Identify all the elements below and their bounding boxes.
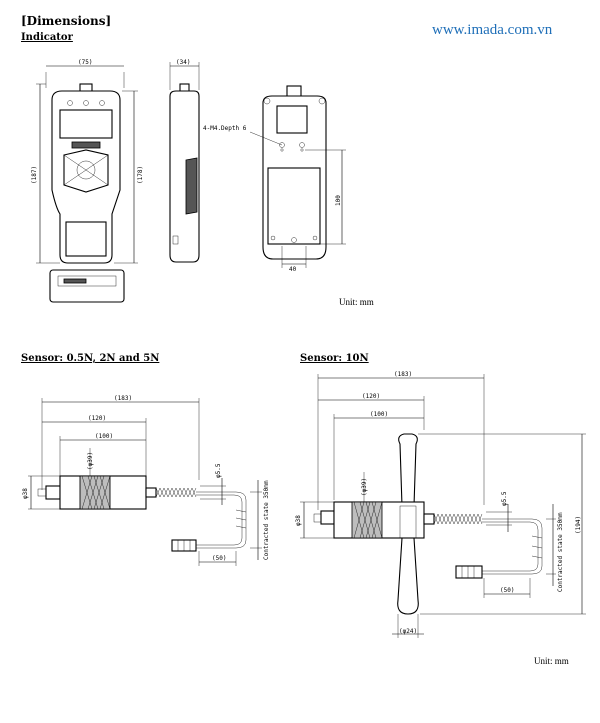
sensor-10n-view: (183) (120) (100) (φ39) — [295, 371, 586, 638]
dim-10n-120: (120) — [362, 393, 380, 400]
sensor-small-heading: Sensor: 0.5N, 2N and 5N — [21, 353, 160, 364]
dim-small-183: (183) — [114, 395, 132, 402]
dim-side-depth: (34) — [176, 59, 190, 66]
sensor-10n-heading: Sensor: 10N — [300, 353, 369, 364]
indicator-front-view: (75) (187) (178) — [31, 59, 144, 264]
dim-10n-100: (100) — [370, 411, 388, 418]
dim-small-d39: (φ39) — [87, 452, 94, 470]
indicator-heading: Indicator — [21, 32, 73, 43]
dim-small-d38: φ38 — [22, 488, 29, 499]
indicator-side-view: (34) — [169, 59, 200, 263]
dim-10n-d38: φ38 — [295, 515, 302, 526]
indicator-back-view: 4-M4.Depth 6 100 40 — [203, 85, 346, 273]
dim-10n-d39: (φ39) — [361, 478, 368, 496]
dim-vertical-pitch: 100 — [335, 195, 342, 206]
dim-10n-50: (50) — [500, 587, 514, 594]
indicator-unit-label: Unit: mm — [339, 297, 374, 307]
sensor-small-view: (183) (120) (100) (φ39) φ — [22, 395, 270, 566]
dim-10n-cable: Contracted state 350mm — [557, 512, 564, 592]
dim-screw-spec: 4-M4.Depth 6 — [203, 125, 247, 132]
sensor-unit-label: Unit: mm — [534, 656, 569, 666]
dim-small-120: (120) — [88, 415, 106, 422]
dim-small-d55: φ5.5 — [215, 463, 222, 478]
dim-body-height: (178) — [137, 166, 144, 184]
page-title: [Dimensions] — [21, 14, 112, 28]
dim-10n-d55: φ5.5 — [501, 491, 508, 506]
dim-front-width: (75) — [78, 59, 92, 66]
indicator-bottom-view — [49, 269, 125, 303]
dim-10n-194: (194) — [575, 516, 582, 534]
dim-small-cable: Contracted state 350mm — [263, 480, 270, 560]
dim-10n-d24: (φ24) — [399, 628, 417, 635]
dim-horizontal-pitch: 40 — [289, 266, 297, 273]
dim-10n-183: (183) — [394, 371, 412, 378]
dim-small-100: (100) — [95, 433, 113, 440]
website-text: www.imada.com.vn — [432, 22, 553, 38]
dim-small-50: (50) — [212, 555, 226, 562]
dim-total-height: (187) — [31, 166, 38, 184]
